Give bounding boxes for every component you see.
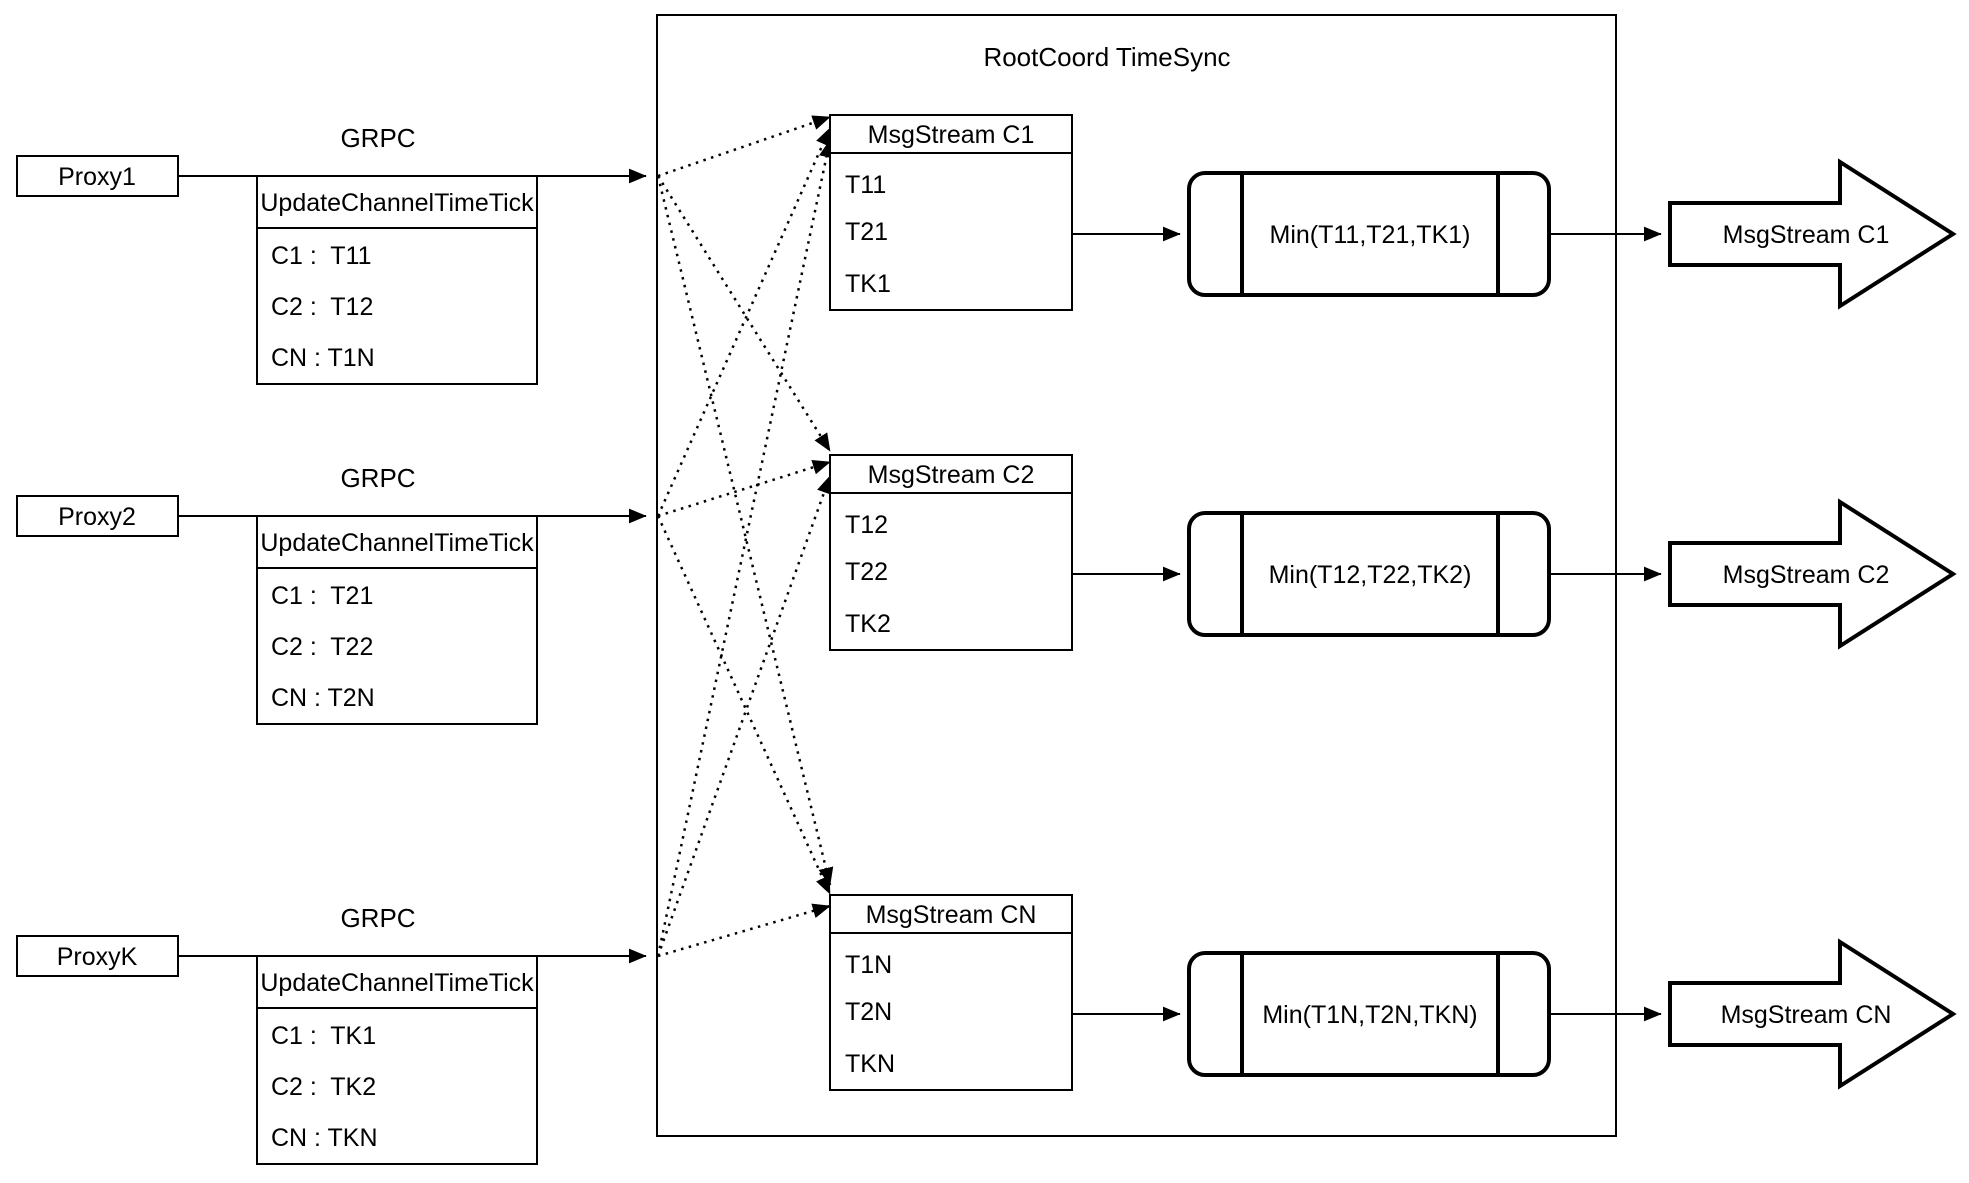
timetick-fanout-arrow	[657, 903, 831, 958]
output-msgstream-arrow	[1668, 158, 1957, 310]
proxy-box-1	[16, 155, 179, 197]
timetick-fanout-arrow	[656, 139, 834, 957]
table-row: T12	[845, 511, 888, 539]
msgstream-table-header: MsgStream C2	[868, 461, 1035, 489]
table-header: UpdateChannelTimeTick	[260, 529, 534, 557]
output-label: MsgStream C2	[1723, 561, 1890, 589]
table-row: CN : T1N	[271, 344, 375, 372]
msgstream-table-header: MsgStream C1	[868, 121, 1035, 149]
proxy-box-k	[16, 935, 179, 977]
timetick-fanout-arrow	[657, 460, 831, 518]
min-label: Min(T11,T21,TK1)	[1270, 221, 1471, 249]
output-msgstream-arrow	[1668, 498, 1957, 650]
table-row: C1 : T11	[271, 242, 372, 270]
timetick-fanout-arrow	[656, 175, 834, 886]
update-channel-timetick-table	[256, 175, 538, 385]
grpc-label: GRPC	[340, 463, 415, 493]
timetick-fanout-arrow	[656, 475, 832, 957]
table-row: C2 : TK2	[271, 1073, 376, 1101]
output-label: MsgStream CN	[1721, 1001, 1892, 1029]
table-row: CN : TKN	[271, 1124, 378, 1152]
output-msgstream-arrow	[1668, 938, 1957, 1090]
msgstream-table-c1	[829, 114, 1073, 311]
table-row: T11	[845, 171, 886, 199]
table-header: UpdateChannelTimeTick	[260, 969, 534, 997]
table-row: T21	[845, 218, 888, 246]
min-label: Min(T12,T22,TK2)	[1269, 561, 1472, 589]
proxy-label: Proxy2	[58, 503, 136, 531]
grpc-label: GRPC	[340, 903, 415, 933]
table-row: CN : T2N	[271, 684, 375, 712]
timetick-fanout-arrow	[656, 127, 832, 517]
table-row: TK1	[845, 270, 891, 298]
proxy-label: ProxyK	[57, 943, 138, 971]
table-row: TK2	[845, 610, 891, 638]
timetick-fanout-arrow	[656, 175, 832, 452]
table-header: UpdateChannelTimeTick	[260, 189, 534, 217]
msgstream-table-header: MsgStream CN	[866, 901, 1037, 929]
table-row: C2 : T12	[271, 293, 373, 321]
output-label: MsgStream C1	[1723, 221, 1890, 249]
rootcoord-title: RootCoord TimeSync	[983, 42, 1230, 72]
table-row: TKN	[845, 1050, 895, 1078]
grpc-label: GRPC	[340, 123, 415, 153]
update-channel-timetick-table	[256, 515, 538, 725]
table-row: T2N	[845, 998, 892, 1026]
proxy-label: Proxy1	[58, 163, 136, 191]
timetick-fanout-arrow	[656, 515, 832, 895]
min-label: Min(T1N,T2N,TKN)	[1262, 1001, 1477, 1029]
proxy-box-2	[16, 495, 179, 537]
table-row: C2 : T22	[271, 633, 373, 661]
msgstream-table-c2	[829, 454, 1073, 651]
table-row: C1 : TK1	[271, 1022, 376, 1050]
table-row: T22	[845, 558, 888, 586]
update-channel-timetick-table	[256, 955, 538, 1165]
table-row: T1N	[845, 951, 892, 979]
msgstream-table-cn	[829, 894, 1073, 1091]
table-row: C1 : T21	[271, 582, 373, 610]
